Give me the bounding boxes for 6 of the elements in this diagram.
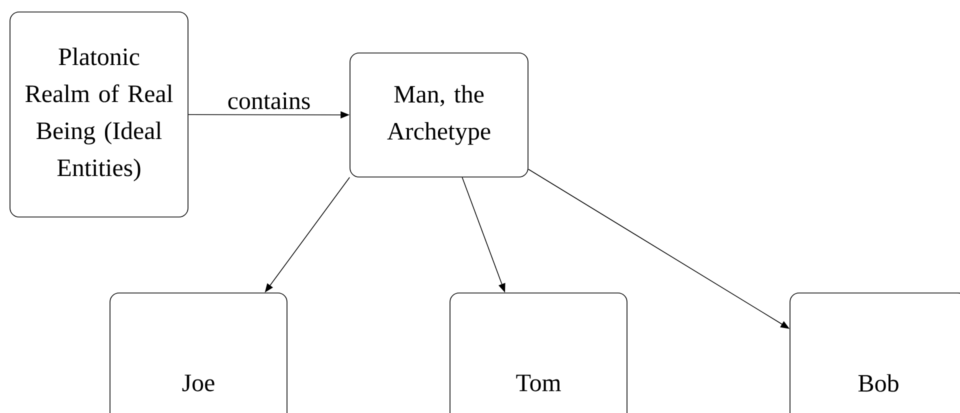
edge-label: contains bbox=[228, 92, 310, 110]
process-box: Man, the Archetype bbox=[350, 52, 528, 178]
process-box: Platonic Realm of Real Being (Ideal Entities) bbox=[10, 12, 188, 218]
process-box: Tom bbox=[450, 292, 628, 413]
process-box: Bob bbox=[790, 292, 960, 413]
process-box: Joe bbox=[110, 292, 288, 413]
